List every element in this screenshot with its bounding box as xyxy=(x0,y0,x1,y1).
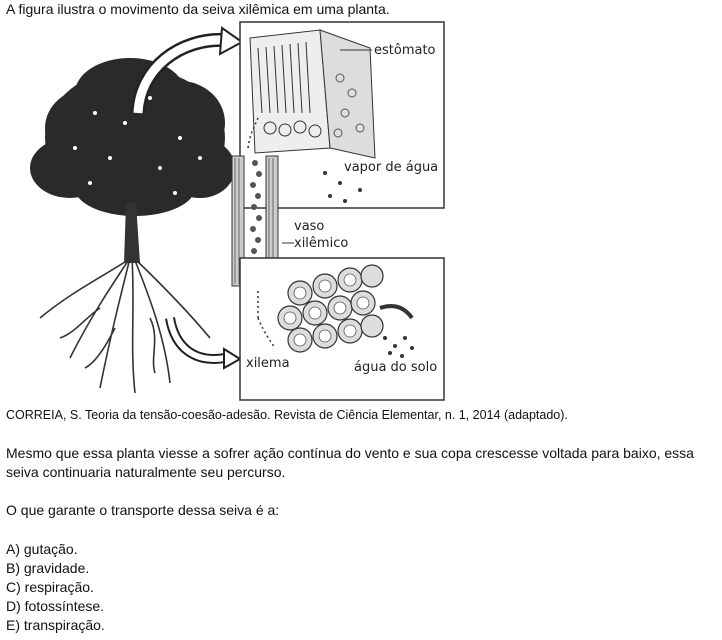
arrow-to-root xyxy=(165,316,242,370)
label-vapor: vapor de água xyxy=(344,160,438,175)
label-xilemico: xilêmico xyxy=(294,236,348,251)
citation: CORREIA, S. Teoria da tensão-coesão-ades… xyxy=(6,408,568,422)
label-agua-solo: água do solo xyxy=(354,360,437,375)
xylem-sap-figure: estômato vapor de água vaso xilêmico xyxy=(30,21,445,401)
option-a[interactable]: A) gutação. xyxy=(6,541,78,557)
tree-illustration xyxy=(30,58,235,394)
question: O que garante o transporte dessa seiva é… xyxy=(6,502,280,518)
xylem-vessel: vaso xilêmico xyxy=(231,155,348,287)
paragraph: Mesmo que essa planta viesse a sofrer aç… xyxy=(6,445,694,480)
option-b[interactable]: B) gravidade. xyxy=(6,560,90,576)
option-e[interactable]: E) transpiração. xyxy=(6,617,105,633)
root-cross-section: xilema água do solo xyxy=(239,257,445,401)
leaf-cross-section: estômato vapor de água xyxy=(239,21,445,209)
label-estomato: estômato xyxy=(374,43,436,58)
option-c[interactable]: C) respiração. xyxy=(6,579,94,595)
label-vaso: vaso xyxy=(294,219,324,234)
option-d[interactable]: D) fotossíntese. xyxy=(6,598,105,614)
intro-text: A figura ilustra o movimento da seiva xi… xyxy=(6,1,390,17)
arrow-to-leaf xyxy=(131,26,244,114)
label-xilema: xilema xyxy=(246,356,290,371)
